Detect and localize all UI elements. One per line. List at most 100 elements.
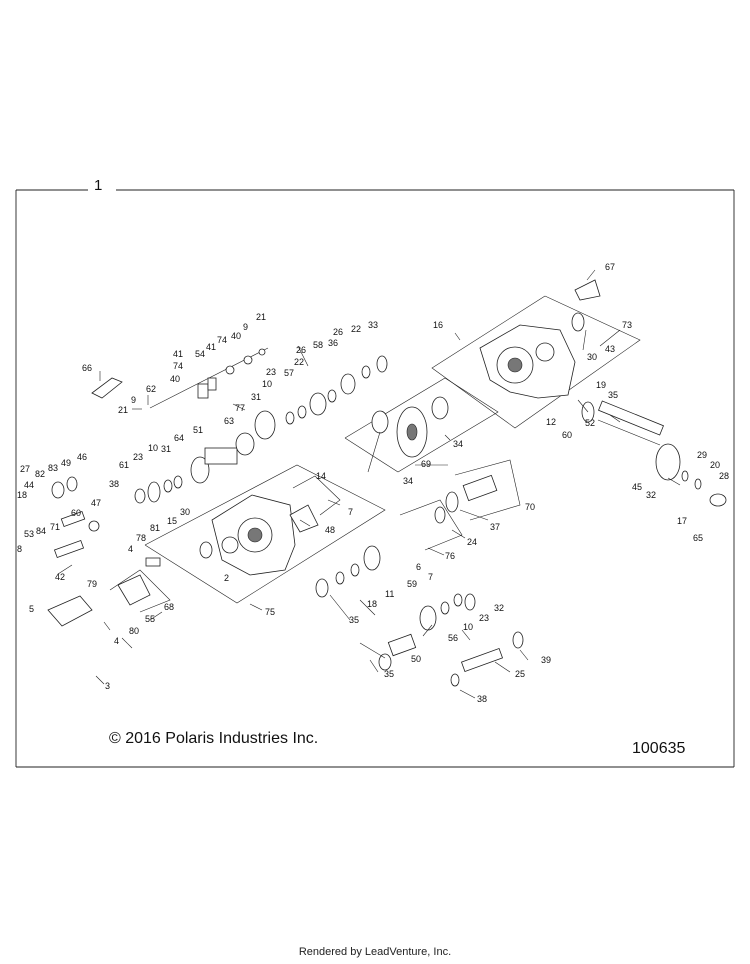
callout-23: 23: [266, 367, 276, 377]
shaft-assembly-71: [434, 474, 498, 524]
callout-24: 24: [467, 537, 477, 547]
callout-19: 19: [596, 380, 606, 390]
callout-70: 69: [421, 459, 431, 469]
input-shaft-gear-stack: [134, 432, 255, 559]
callout-9: 9: [131, 395, 136, 405]
diagram-frame: [15, 189, 735, 768]
callout-66: 65: [693, 533, 703, 543]
callout-59: 59: [407, 579, 417, 589]
callout-22: 22: [351, 324, 361, 334]
callout-14: 15: [167, 516, 177, 526]
countershaft-gears: [315, 545, 524, 687]
callout-17: 18: [17, 490, 27, 500]
callout-63: 62: [146, 384, 156, 394]
callout-56: 56: [448, 633, 458, 643]
callout-10: 10: [262, 379, 272, 389]
callout-21: 21: [256, 312, 266, 322]
output-gear-stack-upper: [254, 355, 388, 440]
callout-39: 39: [541, 655, 551, 665]
callout-58: 58: [313, 340, 323, 350]
callout-29: 29: [697, 450, 707, 460]
callout-35: 35: [349, 615, 359, 625]
callout-81: 82: [35, 469, 45, 479]
callout-50: 50: [411, 654, 421, 664]
callout-27: 27: [20, 464, 30, 474]
callout-30: 30: [587, 352, 597, 362]
callout-41: 41: [206, 342, 216, 352]
callout-16: 17: [677, 516, 687, 526]
callout-34: 34: [453, 439, 463, 449]
callout-25: 25: [515, 669, 525, 679]
callout-38: 38: [109, 479, 119, 489]
callout-53: 53: [24, 529, 34, 539]
callout-51: 51: [193, 425, 203, 435]
callout-84: 84: [36, 526, 46, 536]
callout-31: 31: [251, 392, 261, 402]
callout-35: 35: [608, 390, 618, 400]
callout-44: 44: [24, 480, 34, 490]
callout-35: 35: [384, 669, 394, 679]
callout-52: 52: [585, 418, 595, 428]
callout-28: 28: [719, 471, 729, 481]
assembly-number: 1: [94, 177, 103, 194]
diagram-number: 100635: [632, 740, 686, 757]
large-gear-70: [371, 396, 449, 458]
callout-34: 34: [403, 476, 413, 486]
callout-9: 9: [243, 322, 248, 332]
callout-64: 63: [224, 416, 234, 426]
callout-10: 10: [463, 622, 473, 632]
callout-42: 42: [55, 572, 65, 582]
callout-20: 20: [710, 460, 720, 470]
callout-71: 70: [525, 502, 535, 512]
left-linkage-parts: [47, 279, 601, 627]
callout-15: 16: [433, 320, 443, 330]
copyright-text: © 2016 Polaris Industries Inc.: [109, 730, 319, 747]
callout-78: 79: [87, 579, 97, 589]
render-credit: Rendered by LeadVenture, Inc.: [298, 946, 452, 958]
callout-40: 40: [231, 331, 241, 341]
callout-79: 77: [235, 403, 245, 413]
callout-32: 32: [646, 490, 656, 500]
callout-11: 11: [385, 589, 394, 599]
callout-23: 23: [133, 452, 143, 462]
callout-62: 61: [119, 460, 129, 470]
callout-18: 18: [367, 599, 377, 609]
callout-7: 7: [348, 507, 353, 517]
callout-75: 75: [265, 607, 275, 617]
front-housing-case-75: [211, 494, 296, 576]
shift-shaft-assembly: [149, 347, 269, 409]
callout-82: 81: [150, 523, 160, 533]
callout-74: 74: [173, 361, 183, 371]
group-boundaries: [109, 295, 641, 613]
callout-74: 74: [217, 335, 227, 345]
callout-49: 49: [61, 458, 71, 468]
callout-57: 57: [284, 368, 294, 378]
callout-37: 37: [490, 522, 500, 532]
callout-40: 40: [170, 374, 180, 384]
callout-3: 3: [105, 681, 110, 691]
callout-47: 47: [91, 498, 101, 508]
callout-23: 23: [479, 613, 489, 623]
callout-8: 8: [17, 544, 22, 554]
output-shaft-52: [571, 312, 727, 507]
callout-60: 60: [562, 430, 572, 440]
callout-leaders: [57, 269, 681, 699]
callout-83: 83: [48, 463, 58, 473]
callout-65: 64: [174, 433, 184, 443]
callout-67: 66: [82, 363, 92, 373]
callout-7: 7: [428, 572, 433, 582]
callout-labels: 66 21 9 40 74 41 54 41 74 40 62 9 21 33 …: [17, 262, 729, 704]
actuator-67: [91, 377, 123, 399]
callout-26: 26: [333, 327, 343, 337]
callout-45: 45: [632, 482, 642, 492]
callout-31: 31: [161, 444, 171, 454]
callout-80: 78: [136, 533, 146, 543]
callout-61: 60: [71, 508, 81, 518]
callout-69: 68: [164, 602, 174, 612]
callout-48: 48: [325, 525, 335, 535]
callout-21: 21: [118, 405, 128, 415]
callout-41: 41: [173, 349, 183, 359]
callout-2: 2: [224, 573, 229, 583]
callout-6: 6: [416, 562, 421, 572]
